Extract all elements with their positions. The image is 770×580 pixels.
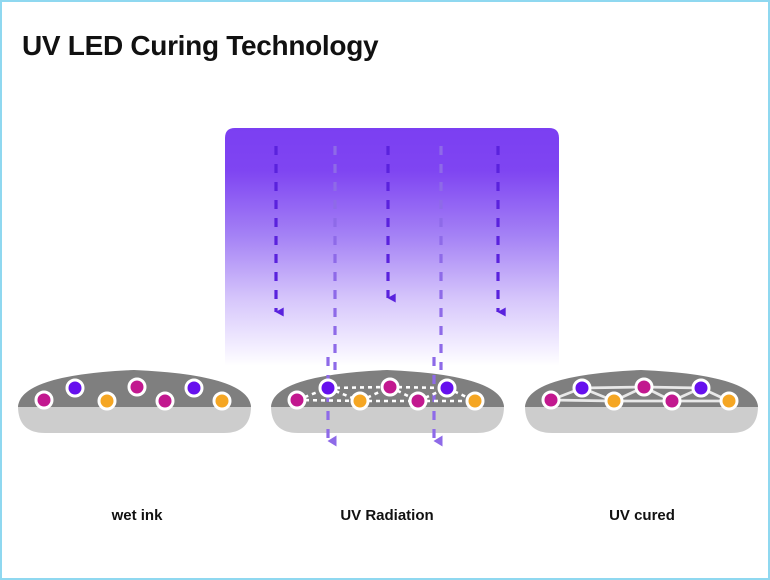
particle-group xyxy=(541,377,739,411)
particle-magenta xyxy=(287,390,307,410)
stage-wet-ink xyxy=(18,370,251,433)
substrate xyxy=(271,399,504,433)
uv-ray-through-group xyxy=(326,357,443,447)
particle-orange xyxy=(465,391,485,411)
particle-magenta xyxy=(634,377,654,397)
particle-group xyxy=(287,377,485,411)
particle-magenta xyxy=(408,391,428,411)
particle-violet xyxy=(184,378,204,398)
particle-magenta xyxy=(541,390,561,410)
substrate xyxy=(18,399,251,433)
substrate xyxy=(525,399,758,433)
stage-label-wet-ink: wet ink xyxy=(111,507,163,524)
stage-label-uv-cured: UV cured xyxy=(609,507,675,524)
particle-violet xyxy=(437,378,457,398)
uv-ray-group xyxy=(274,146,506,370)
uv-lamp-emission-panel xyxy=(225,128,559,370)
particle-group xyxy=(34,377,232,411)
stage-uv-radiation xyxy=(271,357,504,447)
particle-orange xyxy=(350,391,370,411)
stage-label-uv-radiation: UV Radiation xyxy=(340,507,434,524)
particle-magenta xyxy=(34,390,54,410)
particle-violet xyxy=(318,378,338,398)
particle-magenta xyxy=(662,391,682,411)
curing-stages-diagram xyxy=(18,357,758,447)
stage-uv-cured xyxy=(525,370,758,433)
particle-orange xyxy=(604,391,624,411)
particle-violet xyxy=(572,378,592,398)
particle-magenta xyxy=(155,391,175,411)
particle-magenta xyxy=(380,377,400,397)
particle-orange xyxy=(212,391,232,411)
particle-orange xyxy=(719,391,739,411)
particle-orange xyxy=(97,391,117,411)
particle-magenta xyxy=(127,377,147,397)
page-title: UV LED Curing Technology xyxy=(22,30,379,61)
particle-violet xyxy=(65,378,85,398)
uv-lamp-body xyxy=(225,128,559,366)
particle-violet xyxy=(691,378,711,398)
